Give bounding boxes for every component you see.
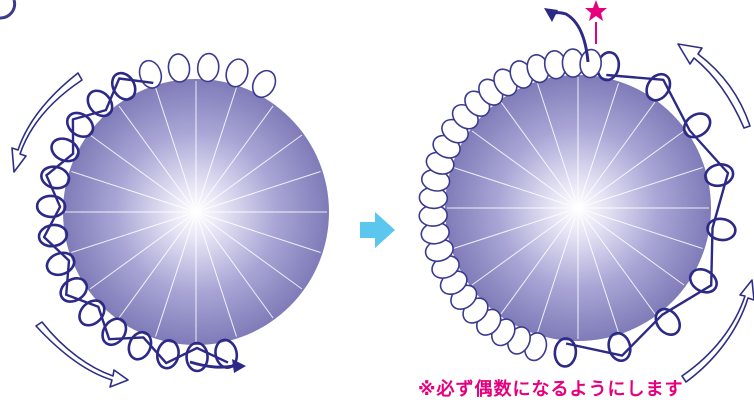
stitched-loop bbox=[554, 338, 577, 368]
left-yarn-arrowhead bbox=[232, 359, 246, 373]
star-icon bbox=[585, 0, 607, 21]
right-upper-curved-arrow bbox=[678, 44, 750, 128]
even-number-note: ※必ず偶数になるようにします bbox=[418, 381, 754, 399]
open-loop bbox=[197, 53, 220, 83]
right-wreath bbox=[419, 0, 754, 382]
left-wreath bbox=[12, 53, 329, 387]
corner-ring-fragment bbox=[0, 0, 15, 18]
right-arrow-icon bbox=[360, 212, 395, 248]
left-counterclockwise-arrow bbox=[12, 73, 82, 172]
right-yarn-arrowhead bbox=[544, 8, 558, 22]
stitched-loop bbox=[706, 217, 737, 242]
left-bottom-curved-arrow bbox=[36, 322, 128, 387]
open-loop bbox=[167, 53, 191, 83]
